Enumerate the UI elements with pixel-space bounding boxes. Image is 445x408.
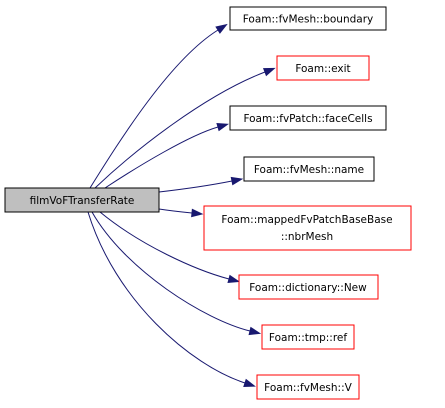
arrowhead-icon — [243, 378, 256, 387]
callee-node-box — [229, 6, 387, 31]
root-node-label: filmVoFTransferRate — [30, 195, 135, 207]
arrowhead-icon — [191, 208, 204, 218]
callee-node-box — [243, 156, 375, 182]
call-graph-edges — [87, 23, 276, 387]
callee-node-label-line2: ::nbrMesh — [281, 231, 333, 243]
callee-node-label-line1: Foam::mappedFvPatchBaseBase — [221, 214, 392, 226]
callee-node-label: Foam::exit — [295, 63, 350, 75]
callee-node-ref[interactable]: Foam::tmp::ref — [261, 324, 355, 350]
callee-node-box — [238, 274, 379, 300]
callee-node-label: Foam::fvMesh::V — [264, 382, 352, 394]
callee-node-faceCells[interactable]: Foam::fvPatch::faceCells — [229, 105, 387, 131]
call-edge-line — [87, 211, 246, 384]
callee-node-boundary[interactable]: Foam::fvMesh::boundary — [229, 6, 387, 31]
callee-node-exit[interactable]: Foam::exit — [276, 55, 370, 81]
callee-node-box — [229, 105, 387, 131]
callee-node-name[interactable]: Foam::fvMesh::name — [243, 156, 375, 182]
callee-node-box — [256, 374, 360, 400]
arrowhead-icon — [215, 23, 228, 34]
call-edge-nbrMesh — [158, 208, 204, 218]
arrowhead-icon — [230, 176, 244, 186]
call-edge-New — [99, 211, 241, 284]
root-node-box — [4, 187, 160, 213]
call-edge-ref — [91, 211, 262, 336]
arrowhead-icon — [216, 122, 230, 132]
callee-node-label: Foam::fvPatch::faceCells — [243, 113, 372, 125]
callee-node-V[interactable]: Foam::fvMesh::V — [256, 374, 360, 400]
callee-node-box — [203, 205, 412, 251]
arrowhead-icon — [262, 67, 276, 77]
call-edge-line — [94, 71, 266, 189]
call-edge-exit — [94, 67, 276, 189]
callee-node-label: Foam::tmp::ref — [269, 332, 347, 344]
arrowhead-icon — [248, 326, 262, 336]
call-edge-line — [158, 180, 233, 193]
callee-node-box — [261, 324, 355, 350]
call-edge-V — [87, 211, 256, 387]
call-edge-line — [104, 126, 219, 189]
call-edge-line — [91, 211, 251, 332]
call-edge-line — [158, 208, 193, 214]
root-node-filmVoFTransferRate[interactable]: filmVoFTransferRate — [4, 187, 160, 213]
arrowhead-icon — [227, 274, 241, 284]
callee-node-label: Foam::fvMesh::name — [254, 164, 364, 176]
call-edge-boundary — [89, 23, 228, 189]
callee-node-label: Foam::dictionary::New — [249, 282, 367, 294]
callee-node-label: Foam::fvMesh::boundary — [243, 14, 374, 26]
call-edge-line — [89, 29, 219, 189]
callee-node-box — [276, 55, 370, 81]
callee-node-nbrMesh[interactable]: Foam::mappedFvPatchBaseBase ::nbrMesh — [203, 205, 412, 251]
callee-node-New[interactable]: Foam::dictionary::New — [238, 274, 379, 300]
call-edge-line — [99, 211, 230, 280]
call-edge-faceCells — [104, 122, 230, 189]
call-edge-name — [158, 176, 244, 193]
